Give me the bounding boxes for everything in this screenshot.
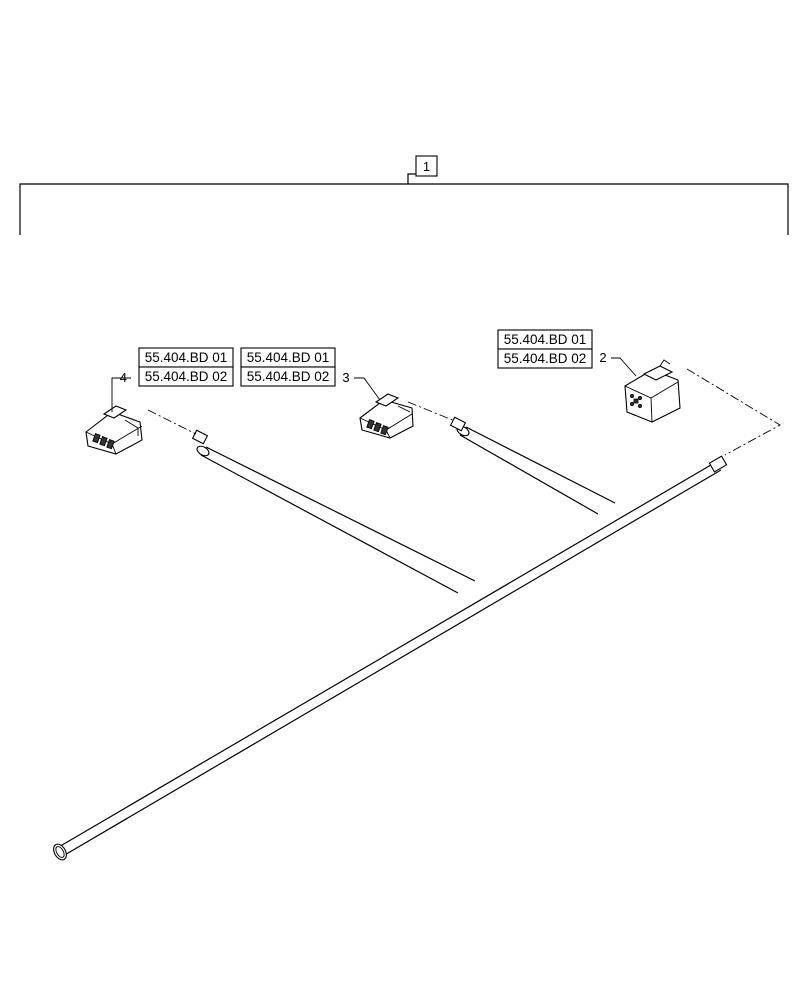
- callout-3-ref-2: 55.404.BD 02: [247, 369, 330, 384]
- callout-3: 3 55.404.BD 01 55.404.BD 02: [240, 347, 381, 401]
- callout-2: 2 55.404.BD 01 55.404.BD 02: [497, 329, 637, 377]
- harness-branch-middle: [449, 416, 616, 515]
- connector-2: [624, 359, 681, 423]
- assembly-bracket: 1: [19, 155, 789, 235]
- callout-3-label: 3: [342, 370, 349, 385]
- callout-2-ref-1: 55.404.BD 01: [504, 332, 587, 347]
- connection-lines: [147, 368, 781, 456]
- callout-2-ref-2: 55.404.BD 02: [504, 351, 587, 366]
- callout-2-label: 2: [599, 350, 606, 365]
- callout-4-label: 4: [120, 370, 127, 385]
- callout-4-ref-2: 55.404.BD 02: [145, 369, 228, 384]
- callout-4-ref-1: 55.404.BD 01: [145, 350, 228, 365]
- callout-4: 4 55.404.BD 01 55.404.BD 02: [111, 347, 234, 412]
- connector-4: [85, 405, 143, 455]
- assembly-item-number: 1: [423, 159, 430, 174]
- harness-branch-left: [191, 429, 476, 594]
- callout-3-ref-1: 55.404.BD 01: [247, 350, 330, 365]
- connector-3: [359, 393, 414, 439]
- harness-main-trunk: [53, 455, 728, 861]
